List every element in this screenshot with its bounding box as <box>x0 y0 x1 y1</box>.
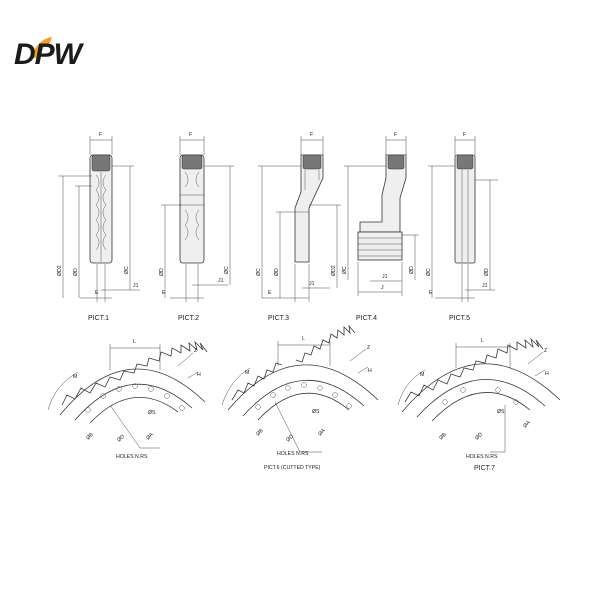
label-f: F <box>394 132 397 138</box>
holes-label: HOLES N.RS <box>277 451 309 457</box>
label-oa: ØA <box>317 427 327 437</box>
label-j1: J1 <box>382 274 388 280</box>
brand-logo: DPW <box>14 37 86 71</box>
logo-accent-swoosh <box>30 37 52 58</box>
label-l: L <box>481 338 484 344</box>
label-f: F <box>99 132 102 138</box>
caption-pict-3: PICT.3 <box>268 315 289 322</box>
segment-pict-7: L Z M H ØS ØB ØD ØA HOLES N.RS PICT.7 <box>397 337 561 472</box>
profile-pict-4: F ØC ØD J1 J PICT.4 <box>342 132 419 322</box>
segment-pict-6: L Z M H ØS ØB ØD ØA HOLES N.RS <box>47 339 208 460</box>
label-h: H <box>368 368 372 374</box>
label-j1: J1 <box>309 281 315 287</box>
profile-pict-1: F ØD2 ØD ØC J1 E PICT.1 <box>57 132 140 322</box>
label-od: ØD <box>285 433 295 443</box>
caption-pict-4: PICT.4 <box>356 315 377 322</box>
label-oa: ØA <box>145 431 155 441</box>
label-e: E <box>429 290 433 296</box>
label-j1: J1 <box>133 283 139 289</box>
label-e: E <box>95 290 99 296</box>
label-z: Z <box>194 348 197 354</box>
label-od: ØD <box>116 433 126 443</box>
profile-pict-5: F ØC ØD J1 E PICT.5 <box>426 132 498 322</box>
label-od: ØD <box>474 431 484 441</box>
label-m: M <box>245 370 249 376</box>
label-e: E <box>268 290 272 296</box>
segment-pict-6-cutted: L Z M H ØS ØB ØD ØA HOLES N.RS PICT.6 (C… <box>221 324 379 471</box>
logo-wordmark: DPW <box>14 38 85 71</box>
label-oc: ØC <box>224 266 230 274</box>
label-od: ØD <box>409 266 415 274</box>
label-e: E <box>162 290 166 296</box>
label-z: Z <box>544 348 547 354</box>
label-od2: ØD2 <box>57 265 63 276</box>
label-od: ØD <box>73 268 79 276</box>
label-j1: J1 <box>482 283 488 289</box>
label-od: ØD <box>159 268 165 276</box>
label-ob: ØB <box>255 427 265 437</box>
label-m: M <box>420 372 424 378</box>
label-oa: ØA <box>522 419 532 429</box>
caption-pict-5: PICT.5 <box>449 315 470 322</box>
label-oc: ØC <box>256 268 262 276</box>
label-od2: ØD2 <box>331 265 337 276</box>
label-f: F <box>189 132 192 138</box>
label-oc: ØC <box>124 266 130 274</box>
label-os: ØS <box>312 409 320 415</box>
holes-label: HOLES N.RS <box>466 454 498 460</box>
label-os: ØS <box>148 410 156 416</box>
label-h: H <box>197 372 201 378</box>
caption-pict-6-cutted: PICT.6 (CUTTED TYPE) <box>264 465 321 471</box>
label-z: Z <box>367 345 370 351</box>
label-m: M <box>73 374 77 380</box>
label-od: ØD <box>484 268 490 276</box>
caption-pict-7: PICT.7 <box>474 465 495 472</box>
profile-pict-2: F ØD ØC J1 E PICT.2 <box>159 132 234 322</box>
label-od: ØD <box>274 268 280 276</box>
label-f: F <box>310 132 313 138</box>
profile-pict-3: F ØC ØD ØD2 J1 E PICT.3 <box>256 132 341 322</box>
label-h: H <box>545 371 549 377</box>
label-f: F <box>463 132 466 138</box>
label-ob: ØB <box>85 431 95 441</box>
holes-label: HOLES N.RS <box>116 454 148 460</box>
label-l: L <box>302 336 305 342</box>
label-l: L <box>133 339 136 345</box>
label-j1: J1 <box>218 278 224 284</box>
caption-pict-1: PICT.1 <box>88 315 109 322</box>
caption-pict-2: PICT.2 <box>178 315 199 322</box>
label-j: J <box>381 285 384 291</box>
label-os: ØS <box>497 409 505 415</box>
label-ob: ØB <box>438 431 448 441</box>
label-oc: ØC <box>426 268 432 276</box>
label-oc: ØC <box>342 266 348 274</box>
